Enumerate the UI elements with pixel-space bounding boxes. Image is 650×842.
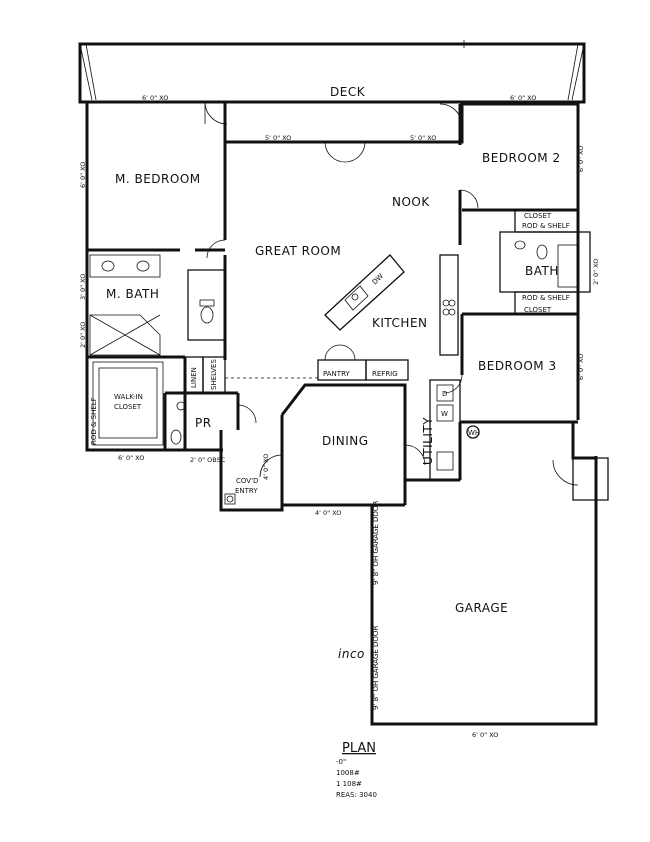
room-kitchen-label: KITCHEN <box>372 316 428 330</box>
dim-entry-side: 4' 0" XO <box>262 454 270 480</box>
room-entry-label-2: ENTRY <box>235 487 258 495</box>
dim-bath-side: 2' 0" XO <box>592 259 600 285</box>
rod-shelf-label-2: ROD & SHELF <box>522 294 570 302</box>
rod-shelf-label-3: ROD & SHELF <box>90 397 98 445</box>
dim-wic-bottom: 6' 0" XO <box>118 454 144 462</box>
pantry-label: PANTRY <box>323 370 350 378</box>
dim-great-left: 5' 0" XO <box>265 134 291 142</box>
dim-pr-bottom: 2' 0" OBSC <box>190 456 226 464</box>
rod-shelf-label-1: ROD & SHELF <box>522 222 570 230</box>
wh-label: WH <box>468 429 480 437</box>
plan-line3: REAS: 3040 <box>336 791 377 799</box>
closet-bottom-label: CLOSET <box>524 306 552 314</box>
linen-label: LINEN <box>190 367 198 388</box>
room-pr-label: PR <box>195 416 212 430</box>
dim-garage-bottom: 6' 0" XO <box>472 731 498 739</box>
dim-dining-bottom: 4' 0" XO <box>315 509 341 517</box>
room-garage-label: GARAGE <box>455 601 508 615</box>
plan-scale: -0" <box>336 758 346 766</box>
room-walk-in-label-2: CLOSET <box>114 403 142 411</box>
room-entry-label-1: COV'D <box>236 477 258 485</box>
kitchen-island <box>324 254 405 331</box>
dim-deck-right: 6' 0" XO <box>510 94 536 102</box>
dim-bed2-side: 6' 0" XO <box>577 146 585 172</box>
room-utility-label: UTILITY <box>421 417 435 465</box>
dw-label: DW <box>371 272 385 286</box>
dim-deck-left: 6' 0" XO <box>142 94 168 102</box>
shelves-label: SHELVES <box>210 359 218 390</box>
dim-bed3-side: 6' 0" XO <box>577 354 585 380</box>
room-bedroom2-label: BEDROOM 2 <box>482 151 561 165</box>
room-walk-in-label-1: WALK-IN <box>114 393 143 401</box>
dryer-label: D <box>442 390 447 398</box>
garage-door-label-1: 9' 8" OH GARAGE DOOR <box>372 501 380 585</box>
room-great-room-label: GREAT ROOM <box>255 244 341 258</box>
garage-door-label-2: 9' 8" OH GARAGE DOOR <box>372 626 380 710</box>
room-dining-label: DINING <box>322 434 369 448</box>
room-master-bedroom-label: M. BEDROOM <box>115 172 201 186</box>
plan-line1: 1008# <box>336 769 360 777</box>
dim-great-right: 5' 0" XO <box>410 134 436 142</box>
refrig-label: REFRIG <box>372 370 398 378</box>
room-deck-label: DECK <box>330 85 366 99</box>
washer-label: W <box>441 410 448 418</box>
fixtures <box>89 240 548 505</box>
deck <box>78 40 586 104</box>
dim-mbath-side: 3' 0" XO <box>79 274 87 300</box>
room-master-bath-label: M. BATH <box>106 287 159 301</box>
room-nook-label: NOOK <box>392 195 430 209</box>
doors <box>204 101 579 486</box>
handwritten-note: inco <box>338 647 365 661</box>
plan-title: PLAN <box>342 741 376 756</box>
room-bath-label: BATH <box>525 264 559 278</box>
plan-line2: 1 108# <box>336 780 362 788</box>
interior-walls <box>87 104 609 505</box>
room-bedroom3-label: BEDROOM 3 <box>478 359 557 373</box>
dim-mbed-side: 6' 0" XO <box>79 162 87 188</box>
dim-closet-side: 2' 0" XO <box>79 322 87 348</box>
closet-top-label: CLOSET <box>524 212 552 220</box>
